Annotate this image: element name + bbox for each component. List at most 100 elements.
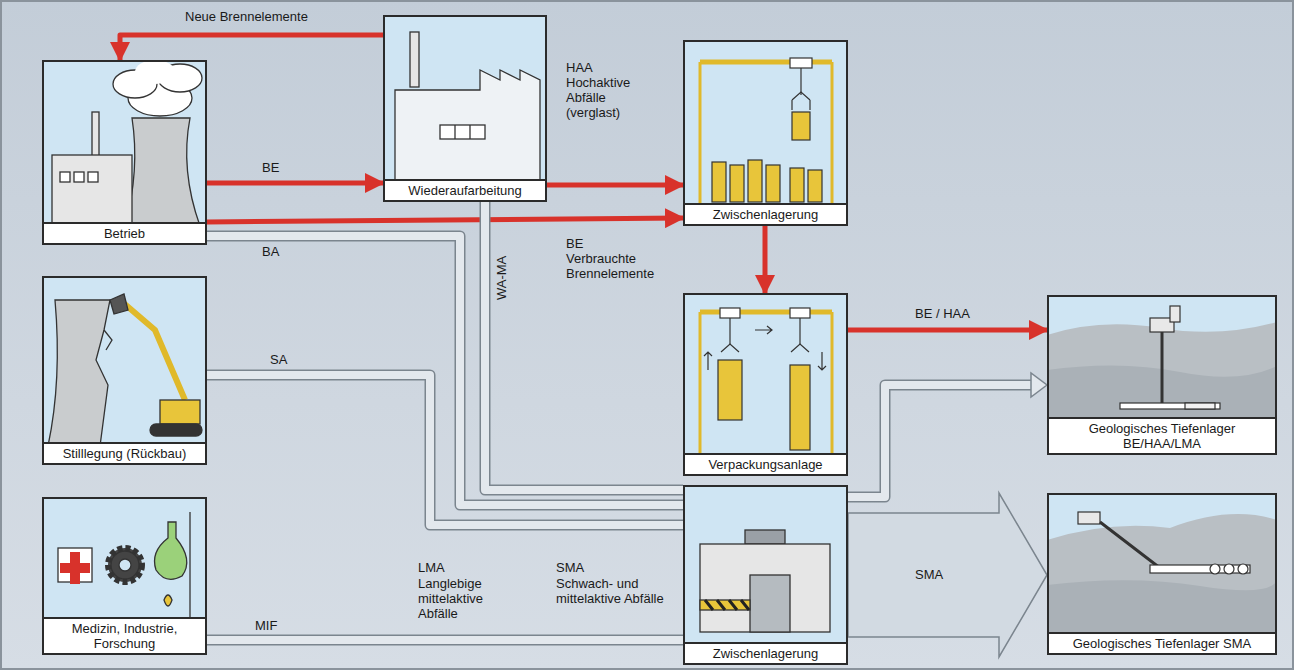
box-ground [683, 40, 848, 226]
interim-storage-crane-icon [831, 62, 834, 205]
storage-building-icon [705, 600, 749, 610]
box-label: Verpackungsanlage [685, 453, 846, 474]
geology-ground [1047, 322, 1277, 455]
waste-band [207, 375, 683, 525]
reprocessing-plant-icon [395, 32, 540, 182]
waste-class-label: Langlebige mittelaktive Abfälle [418, 576, 518, 621]
red-arrow [848, 328, 1047, 333]
box-label: Geologisches Tiefenlager BE/HAA/LMA [1049, 417, 1275, 453]
interim-storage-crane-icon [800, 68, 801, 95]
repository-structures [1161, 332, 1164, 405]
block-arrow [848, 493, 1047, 657]
packaging-plant-icon [699, 312, 702, 456]
packaging-plant-icon [704, 352, 712, 370]
demolition-icon [48, 294, 202, 446]
interim-storage-crane-icon [700, 58, 832, 205]
demolition-icon [110, 294, 128, 314]
medicine-industry-research-icons [164, 595, 172, 606]
waste-band-outline [207, 635, 683, 646]
box-label: Medizin, Industrie, Forschung [44, 617, 205, 653]
interim-storage-crane-icon [790, 58, 812, 68]
box-label: Zwischenlagerung [685, 203, 846, 224]
flow-connector [547, 185, 683, 186]
flow-label: MIF [255, 618, 295, 633]
box-ground [42, 15, 848, 665]
geology-ground [1047, 580, 1277, 655]
box-label: Zwischenlagerung [685, 642, 846, 663]
repository-structures [1170, 306, 1180, 322]
reprocessing-box: Wiederaufarbeitung [383, 15, 547, 202]
storage-building-icon [700, 544, 830, 632]
decommissioning-box: Stilllegung (Rückbau) [42, 276, 207, 465]
interim-storage-crane-icon [712, 162, 726, 202]
demolition-icon [104, 330, 112, 350]
flow-label: BE Verbrauchte Brennelemente [566, 236, 656, 281]
geology-ground [1047, 295, 1277, 455]
repository-structures [1150, 565, 1250, 573]
medicine-industry-research-icons [58, 512, 190, 625]
box-ground [383, 15, 547, 202]
power-plant-icon [92, 112, 99, 157]
interim-storage-crane-icon [790, 168, 804, 202]
red-arrow [120, 35, 383, 60]
interim-storage-crane-icon [730, 165, 744, 202]
repository-box: Geologisches Tiefenlager SMA [1047, 493, 1277, 655]
flow-label: Neue Brennelemente [185, 9, 345, 24]
interim-storage-box: Zwischenlagerung [683, 485, 848, 665]
interim-storage-crane-icon [766, 165, 780, 202]
power-plant-icon [88, 172, 98, 182]
flow-connector [207, 640, 683, 641]
repository-structures [1224, 564, 1234, 574]
storage-building-icon [700, 530, 830, 632]
interim-storage-crane-icon [712, 160, 822, 202]
flow-label: HAA Hochaktive Abfälle (verglast) [566, 60, 644, 120]
box-label: Betrieb [44, 222, 205, 243]
packaging-plant-icon [721, 344, 809, 352]
storage-building-icon [750, 575, 790, 632]
waste-band-outline [485, 202, 683, 490]
interim-storage-box: Zwischenlagerung [683, 40, 848, 226]
packaging-plant-icon [831, 312, 834, 456]
power-plant-icon [60, 172, 70, 182]
waste-band-outline [848, 385, 1033, 497]
box-label: Wiederaufarbeitung [385, 179, 545, 200]
flow-connector [848, 493, 1047, 657]
flow-connector [120, 35, 383, 60]
red-arrow [763, 226, 768, 293]
hollow-arrowhead [1031, 373, 1047, 397]
repository-structures [1078, 512, 1100, 524]
demolition-icon [120, 300, 185, 400]
packaging-plant-icon [790, 365, 810, 450]
interim-storage-crane-icon [748, 160, 762, 202]
interim-storage-crane-icon [792, 112, 810, 140]
red-arrow [547, 183, 683, 188]
packaging-plant-icon [818, 352, 826, 370]
flow-connector [848, 373, 1047, 497]
medicine-industry-research-icons [111, 551, 139, 579]
medicine-industry-research-icons [155, 522, 187, 579]
reprocessing-plant-icon [410, 32, 419, 87]
medicine-industry-research-icons [108, 548, 142, 582]
repository-structures [1120, 403, 1220, 409]
packaging-plant-icon [790, 308, 810, 318]
waste-band [848, 385, 1033, 497]
power-plant-icon [125, 118, 200, 226]
waste-class-label: Schwach- und mittelaktive Abfälle [556, 576, 671, 606]
flow-connector [848, 330, 1047, 331]
red-arrow [207, 181, 383, 186]
medicine-industry-research-icons [60, 552, 90, 584]
reprocessing-plant-icon [469, 125, 470, 139]
waste-class-label: LMA [418, 560, 518, 575]
flow-label: BE / HAA [915, 306, 995, 321]
box-ground [683, 293, 848, 476]
box-ground [42, 497, 207, 655]
repository-structures [1100, 522, 1200, 570]
waste-class-label: SMA [556, 560, 671, 575]
flow-connector [485, 202, 683, 490]
repository-structures [1185, 403, 1215, 409]
waste-band [485, 202, 683, 490]
sources-box: Medizin, Industrie, Forschung [42, 497, 207, 655]
